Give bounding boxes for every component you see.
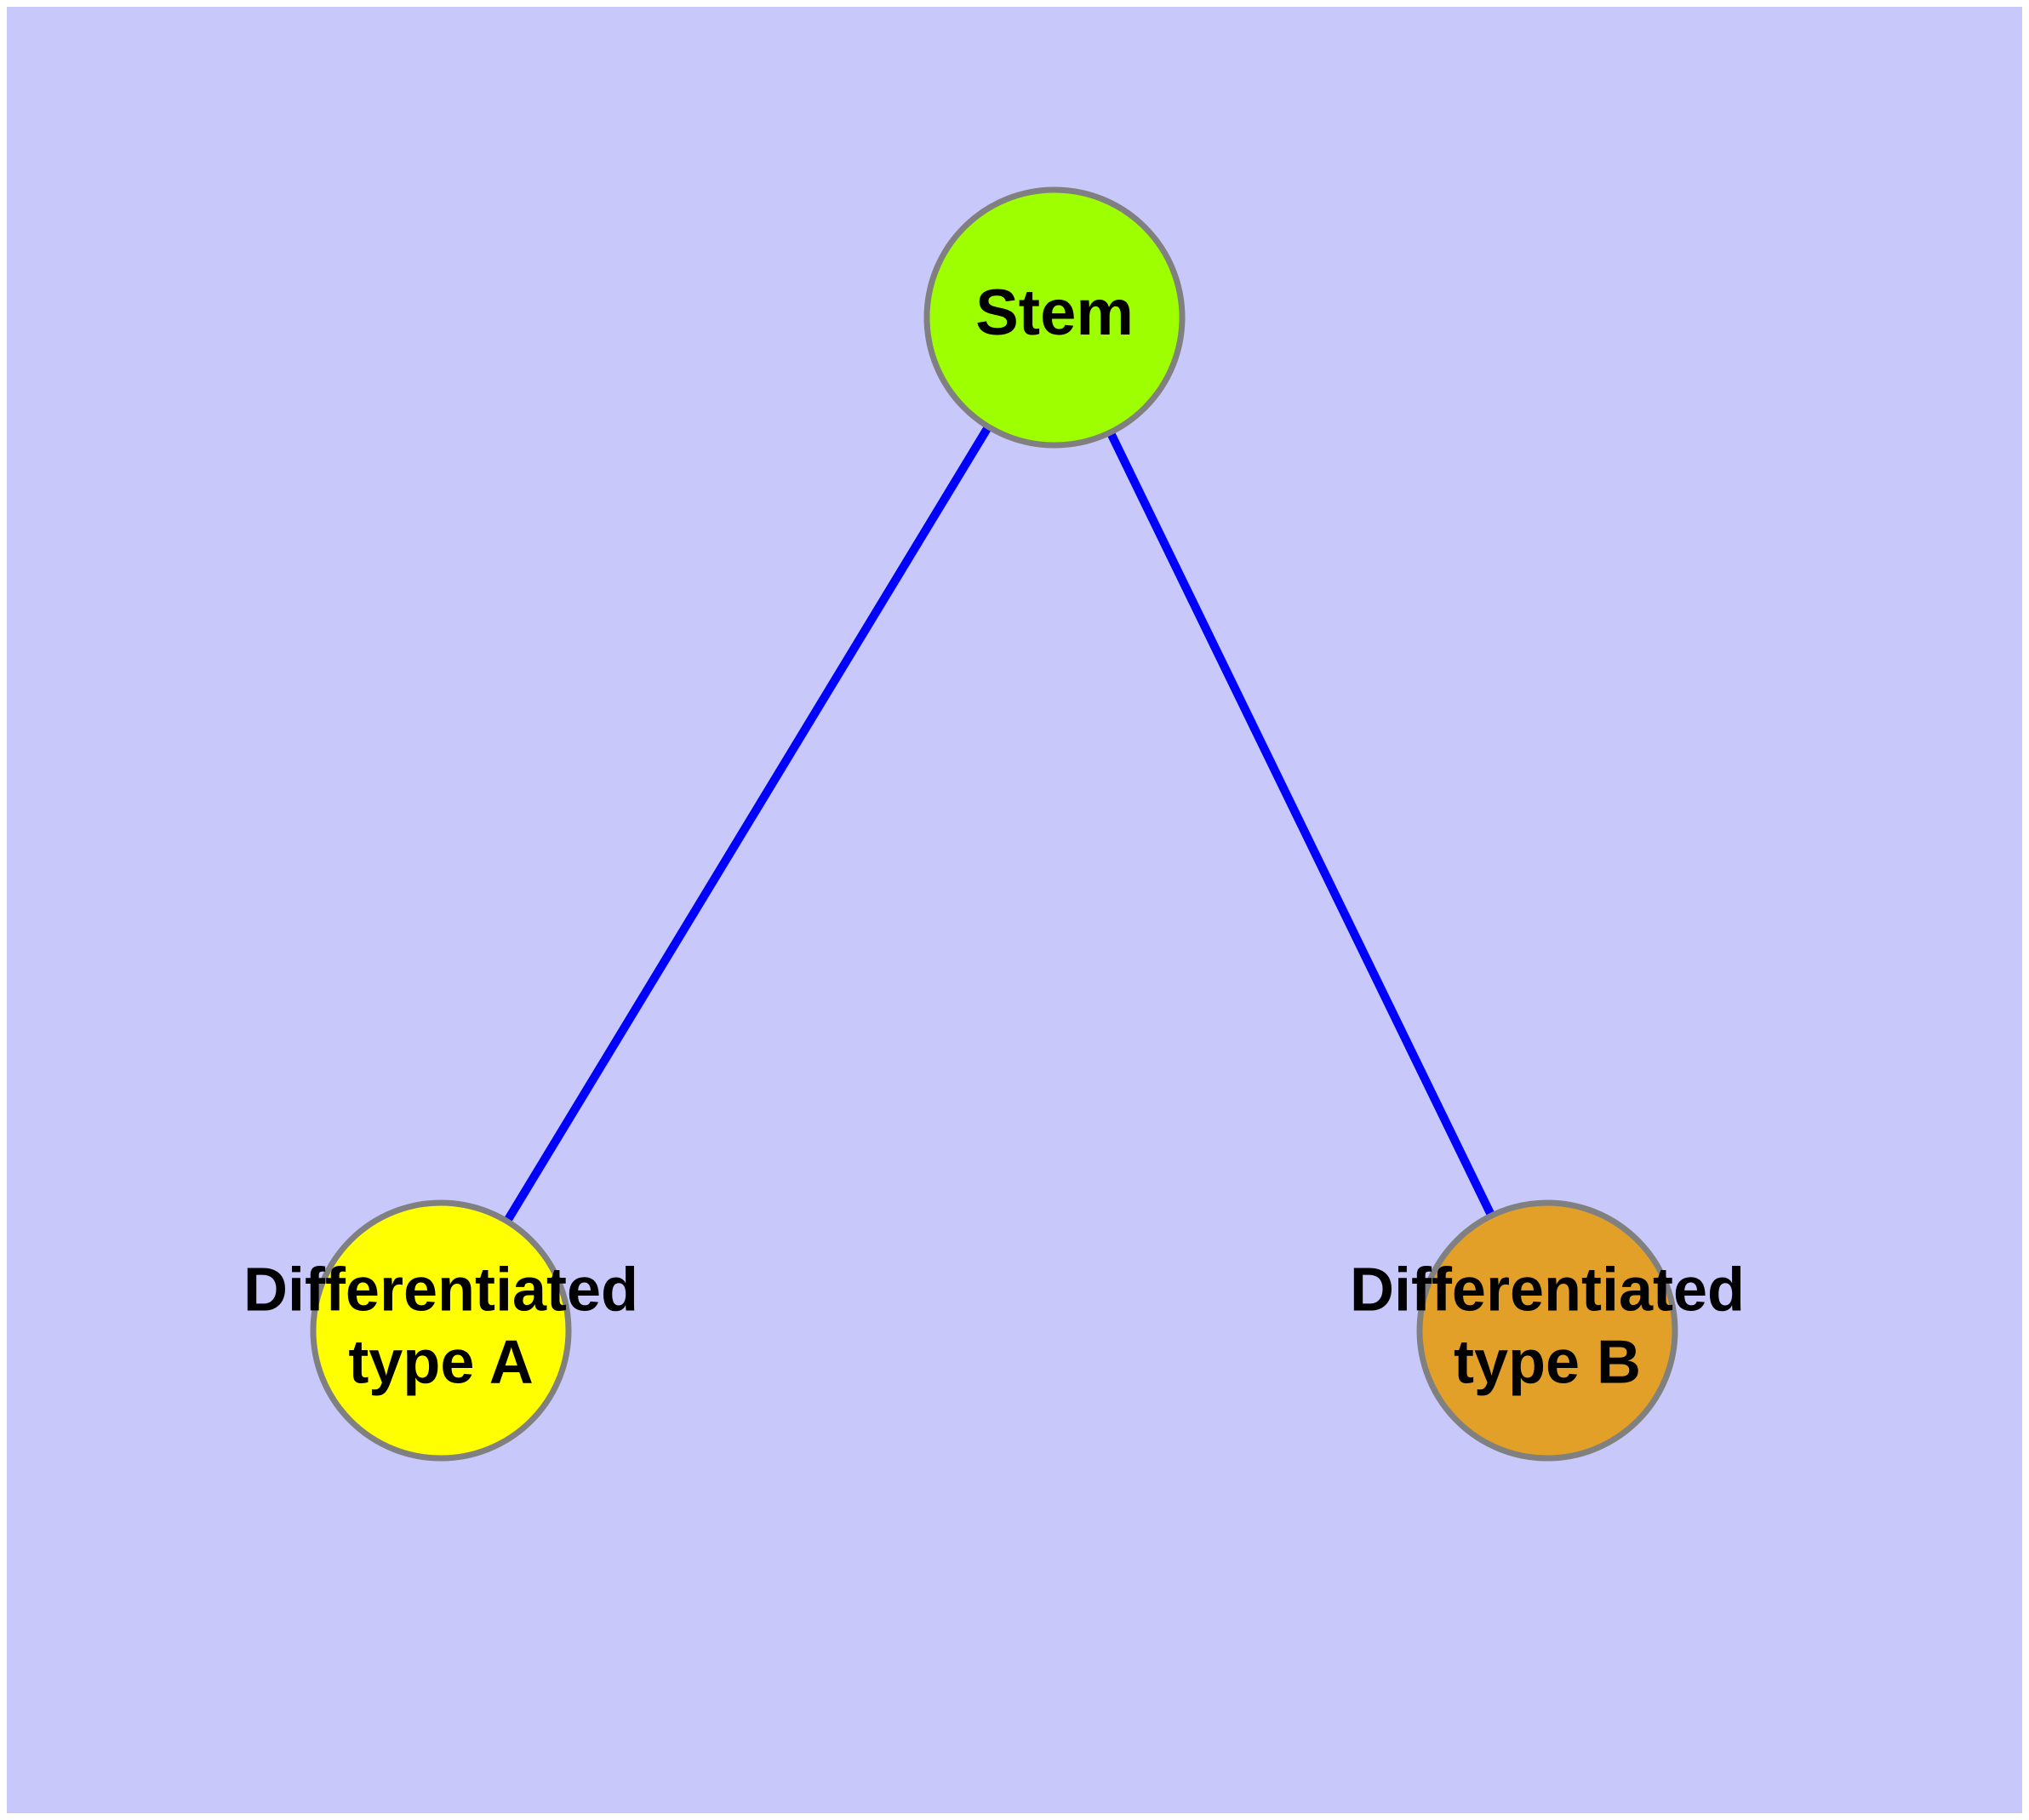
edge-stem-to-differentiated-type-b[interactable] [1105, 427, 1497, 1221]
node-differentiated-type-a[interactable] [310, 1199, 572, 1462]
node-differentiated-type-a-circle[interactable] [310, 1199, 572, 1462]
edge-stem-to-differentiated-type-a[interactable] [501, 421, 994, 1227]
node-stem-circle[interactable] [923, 186, 1186, 449]
node-label-line: type A [348, 1328, 533, 1396]
node-differentiated-type-b-circle[interactable] [1416, 1199, 1678, 1462]
edge-layer [501, 421, 1497, 1227]
node-label-line: Differentiated [1350, 1256, 1745, 1325]
node-label-line: Stem [975, 277, 1134, 349]
node-stem[interactable] [923, 186, 1186, 449]
node-differentiated-type-b[interactable] [1416, 1199, 1678, 1462]
node-stem-label: Stem [975, 277, 1134, 349]
node-label-line: type B [1454, 1328, 1641, 1396]
node-label-line: Differentiated [243, 1256, 638, 1325]
node-layer [310, 186, 1678, 1462]
